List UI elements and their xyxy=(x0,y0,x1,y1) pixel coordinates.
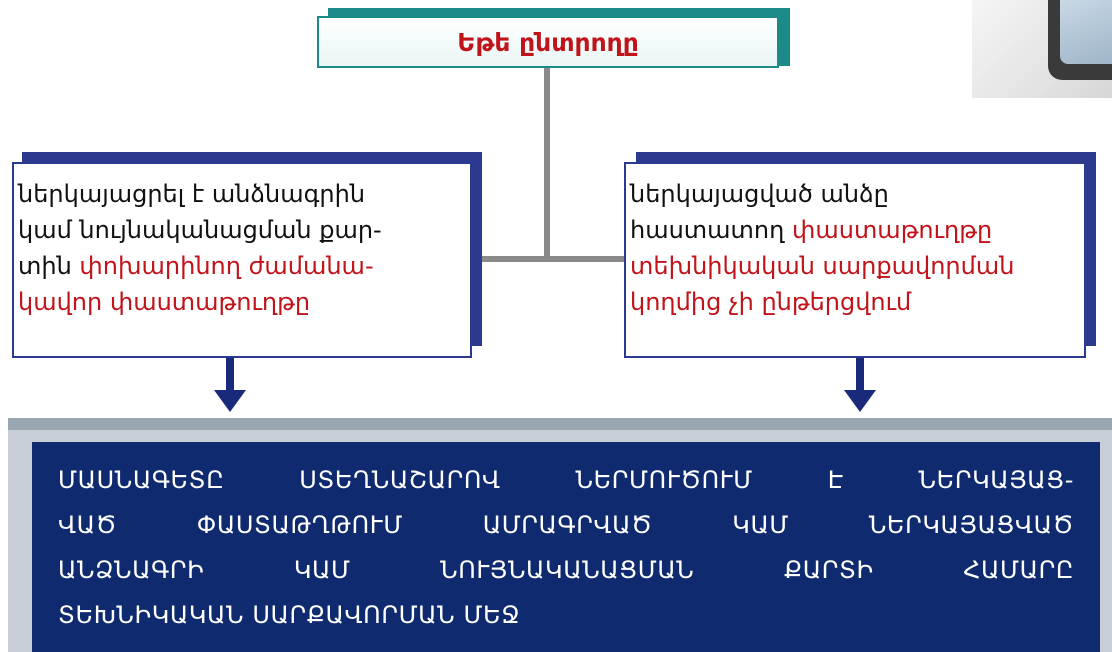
left-line-4: կավոր փաստաթուղթը xyxy=(18,288,311,316)
connector-vertical xyxy=(544,68,550,260)
right-condition-box: ներկայացված անձը հաստատող փաստաթուղթը տե… xyxy=(624,162,1086,358)
conclusion-top-strip xyxy=(8,418,1112,432)
left-line-1: ներկայացրել է անձնագրին xyxy=(18,180,366,208)
right-line-3: տեխնիկական սարքավորման xyxy=(630,252,1015,280)
left-line-2: կամ նույնականացման քար- xyxy=(18,216,382,244)
conclusion-box: ՄԱՍՆԱԳԵՏԸ ՍՏԵՂՆԱՇԱՐՈՎ ՆԵՐՄՈՒԾՈՒՄ Է ՆԵՐԿԱ… xyxy=(32,442,1100,652)
right-line-1: ներկայացված անձը xyxy=(630,180,889,208)
conclusion-line-3: ԱՆՁՆԱԳՐԻ ԿԱՄ ՆՈՒՅՆԱԿԱՆԱՑՄԱՆ ՔԱՐՏԻ ՀԱՄԱՐԸ xyxy=(58,556,1074,584)
right-line-4: կողմից չի ընթերցվում xyxy=(630,288,912,316)
conclusion-line-1: ՄԱՍՆԱԳԵՏԸ ՍՏԵՂՆԱՇԱՐՈՎ ՆԵՐՄՈՒԾՈՒՄ Է ՆԵՐԿԱ… xyxy=(58,466,1074,494)
left-arrow-down-icon xyxy=(214,390,246,412)
conclusion-line-4: ՏԵԽՆԻԿԱԿԱՆ ՍԱՐՔԱՎՈՐՄԱՆ ՄԵՋ xyxy=(58,601,521,629)
connector-horizontal xyxy=(480,256,628,262)
conclusion-line-2: ՎԱԾ ՓԱՍՏԱԹՂԹՈՒՄ ԱՄՐԱԳՐՎԱԾ ԿԱՄ ՆԵՐԿԱՅԱՑՎԱ… xyxy=(58,511,1074,539)
right-arrow-shaft xyxy=(856,358,864,392)
left-line-3: տին փոխարինող ժամանա- xyxy=(18,252,374,280)
tablet-screen-image xyxy=(1060,0,1112,64)
diagram-title: Եթե ընտրողը xyxy=(317,16,779,68)
right-arrow-down-icon xyxy=(844,390,876,412)
right-line-2: հաստատող փաստաթուղթը xyxy=(630,216,993,244)
left-arrow-shaft xyxy=(226,358,234,392)
left-condition-box: ներկայացրել է անձնագրին կամ նույնականացմ… xyxy=(12,162,472,358)
